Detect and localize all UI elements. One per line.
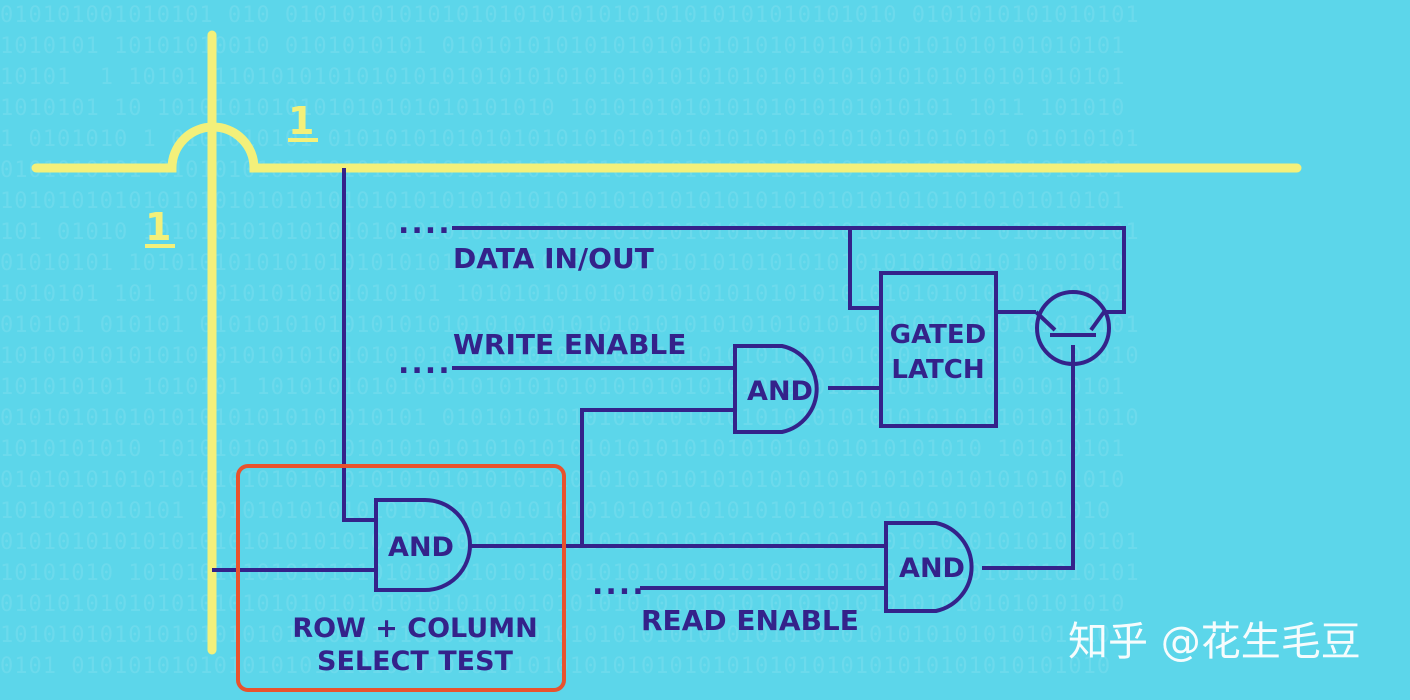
wire-data-to-latch <box>848 228 881 310</box>
wire-data-in-out <box>452 226 1126 314</box>
select-and-gate: AND <box>374 498 472 592</box>
data-dots: .... <box>398 206 452 241</box>
latch-label-line2: LATCH <box>891 355 984 385</box>
circuit-wires <box>212 168 1126 590</box>
data-in-out-label: DATA IN/OUT <box>453 242 654 275</box>
read-enable-label: READ ENABLE <box>641 604 859 637</box>
transistor-icon <box>1034 290 1111 366</box>
write-dots: .... <box>398 346 452 381</box>
highlight-label-line1: ROW + COLUMN <box>292 613 537 644</box>
write-and-label: AND <box>747 376 813 407</box>
watermark: 知乎 @花生毛豆 <box>1068 619 1361 665</box>
read-dots: .... <box>592 567 646 602</box>
select-test-highlight: ROW + COLUMN SELECT TEST <box>236 464 566 692</box>
column-bus-value: 1 <box>145 205 171 249</box>
read-and-label: AND <box>899 553 965 584</box>
write-enable-label: WRITE ENABLE <box>453 328 686 361</box>
address-bus: 1 1 <box>31 30 1302 655</box>
latch-label-line1: GATED <box>890 320 987 350</box>
wire-row-to-select-and <box>342 168 376 522</box>
read-and-gate: AND <box>884 521 974 613</box>
row-bus-value: 1 <box>288 99 314 143</box>
row-bus-line <box>31 122 1302 173</box>
gated-latch: GATED LATCH <box>879 271 998 428</box>
select-and-label: AND <box>388 532 454 563</box>
wire-select-to-write-and <box>580 408 735 546</box>
write-and-gate: AND <box>733 344 819 434</box>
highlight-label-line2: SELECT TEST <box>317 646 513 677</box>
wire-read-and-to-transistor <box>982 345 1075 570</box>
signal-labels: .... DATA IN/OUT .... WRITE ENABLE .... … <box>398 206 859 637</box>
